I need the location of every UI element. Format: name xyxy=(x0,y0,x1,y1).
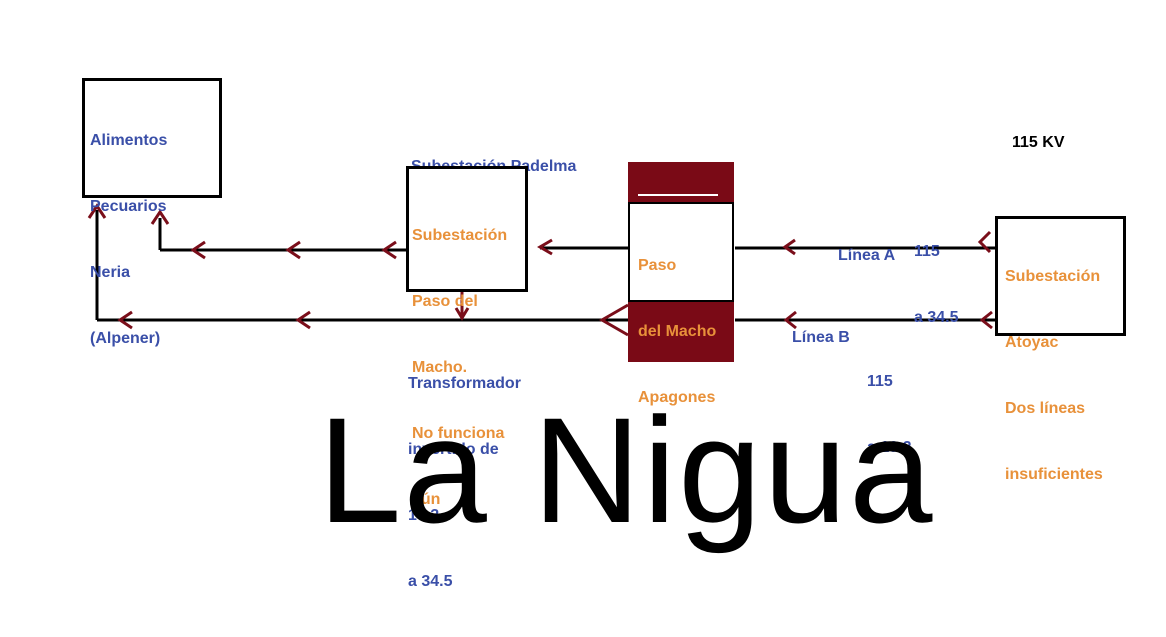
atoyac-label: Subestación Atoyac Dos líneas insuficien… xyxy=(1005,222,1103,530)
arrow-sub-left-3 xyxy=(190,240,206,260)
linea-a-ratio: 115 a 34.5 xyxy=(914,197,958,373)
arrow-to-sub xyxy=(537,238,553,256)
transformer-line: Transformador xyxy=(408,375,521,392)
linea-b-label: Línea B xyxy=(792,329,850,346)
alimentos-line: Pecuarios xyxy=(90,198,167,215)
ratio-line: 115 xyxy=(914,243,940,260)
substation-line: Macho. xyxy=(412,359,468,376)
transformer-line: a 34.5 xyxy=(408,573,453,590)
arrow-linea-b xyxy=(783,310,797,330)
alimentos-box xyxy=(82,78,222,198)
voltage-label: 115 KV xyxy=(1012,134,1065,151)
ratio-line: 115 xyxy=(867,373,893,390)
arrow-bottom-left-1 xyxy=(295,310,311,330)
paso-del-macho-substation-box xyxy=(406,166,528,292)
atoyac-line: insuficientes xyxy=(1005,466,1103,483)
paso-block-top-band xyxy=(628,162,734,204)
substation-line: Paso del xyxy=(412,293,478,310)
transformer-line: 13.2 xyxy=(408,507,440,524)
atoyac-box xyxy=(995,216,1126,336)
atoyac-line: Subestación xyxy=(1005,268,1101,285)
arrow-riser-top xyxy=(150,209,170,225)
place-title: La Nigua xyxy=(318,386,935,554)
ratio-line: a 13.2 xyxy=(867,439,912,456)
alimentos-line: (Alpener) xyxy=(90,330,161,347)
substation-line: Subestación xyxy=(412,227,508,244)
arrow-riser-bottom xyxy=(87,203,107,219)
paso-del-macho-block-label: Paso del Macho Apagones xyxy=(638,211,716,453)
atoyac-line: Dos líneas xyxy=(1005,400,1086,417)
alimentos-line: Neria xyxy=(90,264,131,281)
ratio-line: a 34.5 xyxy=(914,309,959,326)
arrow-transformer-in xyxy=(598,303,629,337)
paso-block-bottom-band xyxy=(628,302,734,362)
arrow-linea-a xyxy=(782,238,796,256)
arrow-atoyac-b xyxy=(979,310,993,330)
block-line: del Macho xyxy=(638,323,717,340)
arrow-bottom-left-2 xyxy=(117,310,133,330)
linea-a-label: Línea A xyxy=(838,247,896,264)
connection-lines xyxy=(87,162,995,362)
linea-b-ratio: 115 a 13.2 xyxy=(867,327,911,503)
arrow-sub-left-2 xyxy=(285,240,301,260)
transformer-line: invertido de xyxy=(408,441,499,458)
substation-line: aún xyxy=(412,491,441,508)
paso-del-macho-substation-label: Subestación Paso del Macho. No funciona … xyxy=(412,181,507,555)
diagram-canvas: Alimentos Pecuarios Neria (Alpener) Sube… xyxy=(82,78,1126,590)
block-line: Paso xyxy=(638,257,677,274)
arrow-sub-left-1 xyxy=(381,240,397,260)
atoyac-line: Atoyac xyxy=(1005,334,1059,351)
arrow-atoyac-a xyxy=(977,230,992,254)
substation-line: No funciona xyxy=(412,425,505,442)
paso-del-macho-block xyxy=(628,202,734,302)
alimentos-line: Alimentos xyxy=(90,132,168,149)
arrowheads xyxy=(87,203,993,337)
block-line: Apagones xyxy=(638,389,716,406)
alimentos-label: Alimentos Pecuarios Neria (Alpener) xyxy=(90,86,167,394)
